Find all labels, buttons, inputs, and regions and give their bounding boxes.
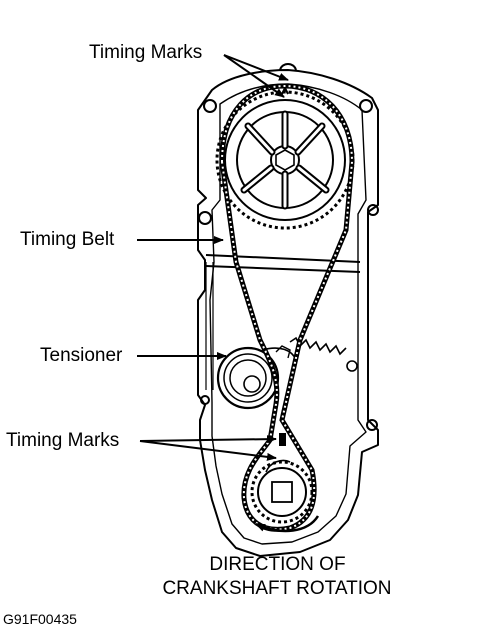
- caption-line-2: CRANKSHAFT ROTATION: [162, 578, 392, 599]
- arrow-timing-marks-bottom-a: [139, 435, 277, 444]
- figure-id: G91F00435: [3, 611, 77, 627]
- engine-cover-outline: [197, 63, 379, 557]
- arrow-timing-marks-top-b: [223, 54, 285, 98]
- crankshaft-rotation-arrow: [255, 515, 320, 533]
- caption-line-1: DIRECTION OF: [209, 554, 346, 575]
- label-timing-belt: Timing Belt: [20, 229, 115, 250]
- arrow-timing-marks-top-a: [223, 54, 289, 81]
- label-timing-marks-top: Timing Marks: [89, 42, 203, 63]
- crankshaft-sprocket: [250, 459, 314, 524]
- crank-timing-mark: [279, 433, 286, 446]
- label-tensioner: Tensioner: [40, 345, 123, 366]
- leader-lines: [137, 54, 320, 533]
- label-timing-marks-bottom: Timing Marks: [6, 430, 120, 451]
- arrow-timing-marks-bottom-b: [139, 440, 277, 461]
- camshaft-sprocket: [215, 85, 355, 230]
- tensioner-pulley: [216, 345, 297, 410]
- timing-belt: [219, 83, 355, 532]
